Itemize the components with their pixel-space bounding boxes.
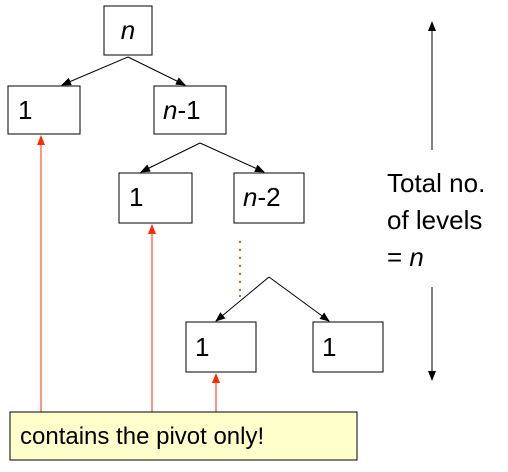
node-level2-right-var: n [243, 182, 257, 212]
svg-text:n-1: n-1 [163, 95, 201, 125]
node-last-left: 1 [185, 321, 257, 373]
node-root-var: n [121, 15, 135, 45]
edge-last-to-right [268, 276, 330, 322]
levels-label-line2: of levels [387, 205, 482, 235]
node-level1-right-suffix: -1 [177, 95, 200, 125]
levels-label-prefix: = [387, 242, 409, 272]
levels-label-line3: = n [387, 242, 424, 272]
svg-text:1: 1 [322, 332, 336, 362]
callout-text: contains the pivot only! [20, 423, 264, 450]
ellipsis-dots [238, 240, 242, 298]
edge-last-to-left [215, 276, 270, 322]
node-last-left-suffix: 1 [195, 332, 209, 362]
node-level2-right: n-2 [233, 172, 305, 224]
edge-root-to-left [61, 56, 129, 86]
node-level1-right-var: n [163, 95, 177, 125]
svg-text:n-2: n-2 [243, 182, 281, 212]
node-level2-left-suffix: 1 [129, 182, 143, 212]
node-level1-left: 1 [7, 85, 81, 135]
node-level1-left-suffix: 1 [18, 95, 32, 125]
edge-n1-to-left [140, 142, 201, 173]
node-last-right-suffix: 1 [322, 332, 336, 362]
node-level2-right-suffix: -2 [257, 182, 280, 212]
callout: contains the pivot only! [9, 411, 358, 461]
svg-text:1: 1 [18, 95, 32, 125]
svg-text:1: 1 [129, 182, 143, 212]
svg-text:1: 1 [195, 332, 209, 362]
levels-label-var: n [409, 242, 423, 272]
node-level1-right: n-1 [153, 85, 227, 135]
edge-root-to-right [127, 56, 186, 86]
svg-text:n: n [121, 15, 135, 45]
callout-box [9, 411, 358, 461]
edge-n1-to-right [199, 142, 265, 173]
node-root: n [103, 5, 153, 56]
node-level2-left: 1 [118, 172, 193, 224]
levels-label-line1: Total no. [387, 168, 485, 198]
node-last-right: 1 [312, 321, 384, 373]
